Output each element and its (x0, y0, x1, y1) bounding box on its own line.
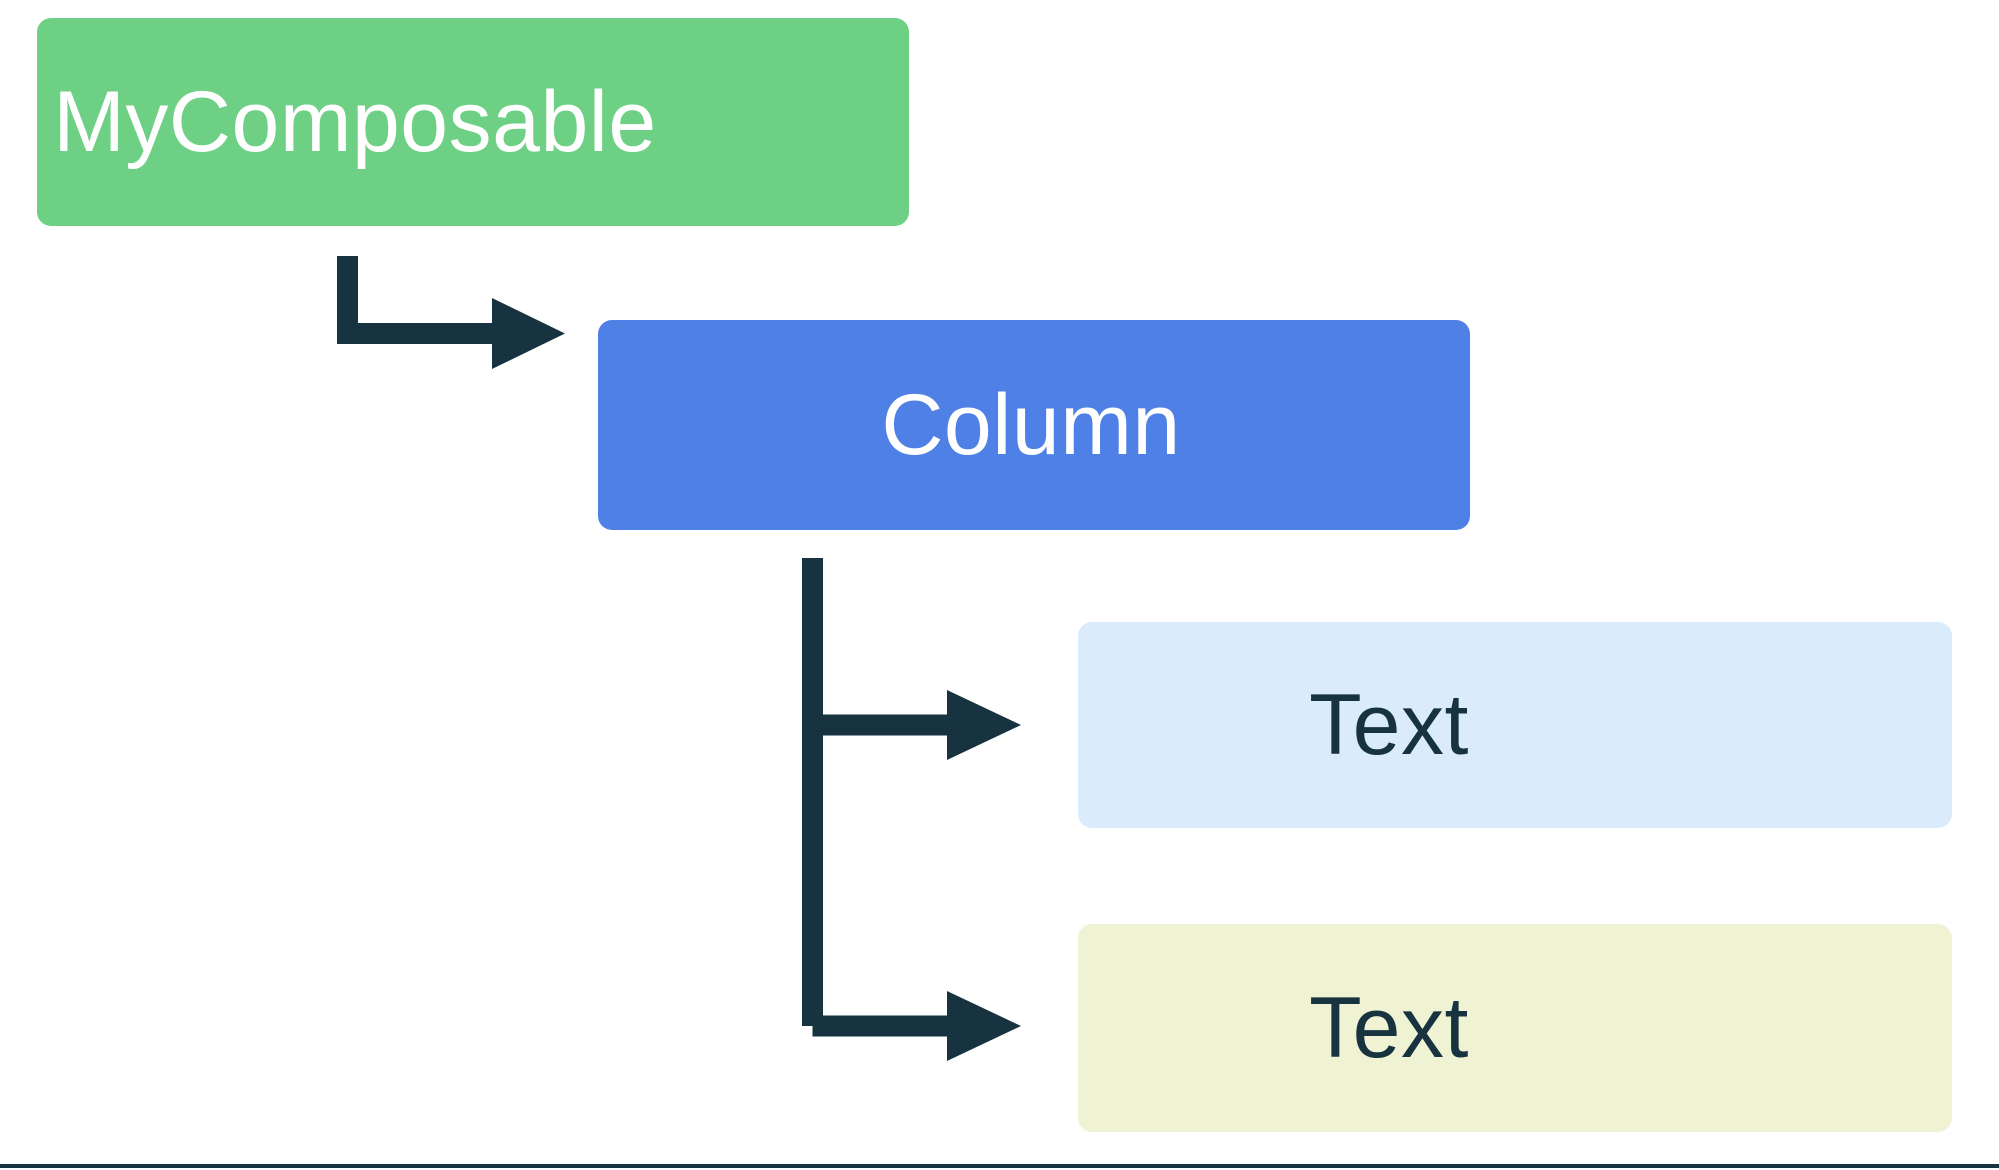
node-mycomposable-label: MyComposable (53, 74, 657, 170)
node-text-2[interactable]: Text (1078, 924, 1952, 1132)
edge-root-to-column-arrowhead (492, 298, 565, 369)
node-text-1[interactable]: Text (1078, 622, 1952, 828)
node-column-label: Column (881, 377, 1181, 473)
node-text-1-label: Text (1309, 677, 1469, 773)
edge-column-to-text-1 (812, 690, 1021, 760)
node-mycomposable[interactable]: MyComposable (37, 18, 909, 226)
edge-column-to-text-1-arrowhead (947, 690, 1021, 760)
baseline-rule (0, 1164, 1999, 1168)
edge-column-to-text-2-arrowhead (947, 991, 1021, 1061)
edge-column-to-text-2 (812, 991, 1021, 1061)
edge-root-to-column-line (337, 256, 500, 344)
edge-root-to-column (337, 256, 565, 369)
node-text-2-label: Text (1309, 980, 1469, 1076)
node-column[interactable]: Column (598, 320, 1470, 530)
